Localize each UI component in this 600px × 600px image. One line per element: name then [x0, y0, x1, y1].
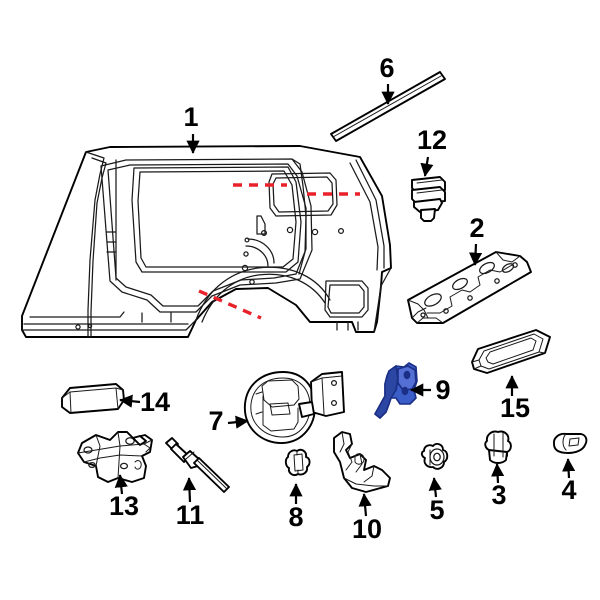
callout-label-1: 1 [183, 102, 198, 132]
part-quarter-panel-outer[interactable] [21, 145, 392, 338]
callout-leader-13 [114, 474, 128, 495]
part-retainer-clip[interactable] [552, 432, 588, 454]
part-body-plug-grommet[interactable] [284, 448, 311, 476]
lower-diagonal-section-line [198, 289, 262, 320]
part-access-cover-cap[interactable] [61, 383, 125, 414]
callout-12[interactable]: 12 [417, 125, 447, 177]
callout-label-14: 14 [140, 387, 170, 417]
callout-label-7: 7 [208, 406, 223, 436]
callout-leader-10 [358, 493, 372, 517]
callout-9[interactable]: 9 [410, 375, 451, 405]
part-release-rod[interactable] [165, 437, 230, 493]
callout-label-9: 9 [435, 375, 450, 405]
callout-leader-7 [227, 415, 249, 429]
callout-7[interactable]: 7 [208, 406, 249, 436]
part-fuel-filler-housing[interactable] [244, 371, 345, 444]
part-push-pin-clip[interactable] [411, 176, 446, 222]
callout-leader-4 [562, 458, 576, 479]
section-break-lines [198, 183, 360, 320]
part-inner-reinforcement-rail[interactable] [407, 251, 532, 324]
callout-layer: 1 6 12 2 15 9 14 7 13 11 8 10 5 3 4 [109, 53, 577, 544]
callout-label-6: 6 [379, 53, 394, 83]
callout-label-13: 13 [109, 491, 139, 521]
callout-label-5: 5 [429, 495, 444, 525]
callout-label-15: 15 [500, 393, 530, 423]
callout-leader-12 [420, 156, 434, 177]
part-pressure-relief-vent[interactable] [471, 329, 551, 374]
part-bushing-nut[interactable] [420, 442, 449, 470]
callout-4[interactable]: 4 [561, 458, 577, 505]
callout-10[interactable]: 10 [352, 493, 382, 544]
callout-label-8: 8 [288, 502, 303, 532]
callout-14[interactable]: 14 [119, 387, 170, 417]
callout-label-2: 2 [469, 213, 484, 243]
callout-6[interactable]: 6 [379, 53, 395, 105]
callout-leader-5 [428, 477, 442, 498]
callout-5[interactable]: 5 [428, 477, 445, 525]
callout-leader-14 [119, 394, 141, 408]
part-latch-assembly[interactable] [77, 431, 153, 483]
callout-15[interactable]: 15 [500, 375, 530, 423]
callout-3[interactable]: 3 [491, 463, 507, 510]
part-support-bracket[interactable] [333, 431, 391, 493]
callout-2[interactable]: 2 [468, 213, 485, 266]
callout-8[interactable]: 8 [288, 483, 304, 532]
callout-1[interactable]: 1 [183, 102, 200, 154]
callout-13[interactable]: 13 [109, 474, 139, 521]
part-roof-drip-molding-strip[interactable] [330, 71, 446, 142]
callout-leader-2 [468, 243, 483, 266]
callout-label-4: 4 [561, 475, 576, 505]
callout-label-3: 3 [491, 480, 506, 510]
callout-label-11: 11 [176, 500, 205, 530]
callout-leader-3 [491, 463, 505, 484]
part-fuel-door-hinge-bracket[interactable] [374, 362, 418, 419]
callout-leader-11 [182, 477, 197, 503]
callout-label-10: 10 [352, 514, 382, 544]
callout-11[interactable]: 11 [176, 477, 205, 530]
callout-label-12: 12 [417, 125, 447, 155]
part-stud-grommet[interactable] [484, 430, 512, 464]
